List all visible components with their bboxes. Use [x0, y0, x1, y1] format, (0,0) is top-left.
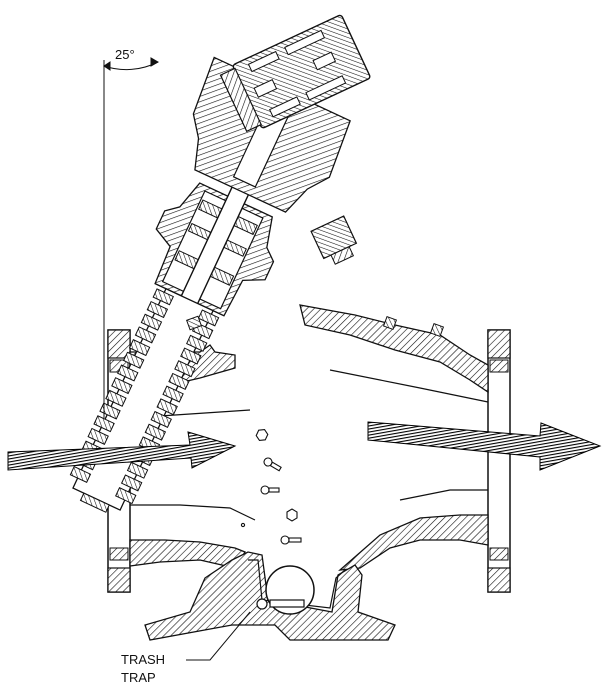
- inlet-flow-arrow: [7, 431, 237, 471]
- trash-trap-leader: [186, 611, 251, 661]
- outlet-flange: [487, 329, 511, 593]
- angle-label: 25°: [115, 47, 135, 62]
- outlet-flow-arrow: [367, 421, 602, 471]
- side-fitting: [310, 215, 358, 265]
- flow-passage-lines: [129, 369, 489, 521]
- trash-trap-label-line1: TRASH: [121, 652, 166, 667]
- trash-trap-bolt: [256, 598, 305, 610]
- inlet-flange: [107, 329, 131, 593]
- trash-trap-label-line2: TRAP: [121, 670, 156, 685]
- trapped-debris: [240, 428, 302, 545]
- angle-dimension: [103, 57, 160, 418]
- body-lower-wall-right: [338, 514, 489, 571]
- actuator-motor: [219, 14, 371, 133]
- body-bolts: [186, 315, 445, 338]
- body-upper-wall-right: [299, 304, 489, 394]
